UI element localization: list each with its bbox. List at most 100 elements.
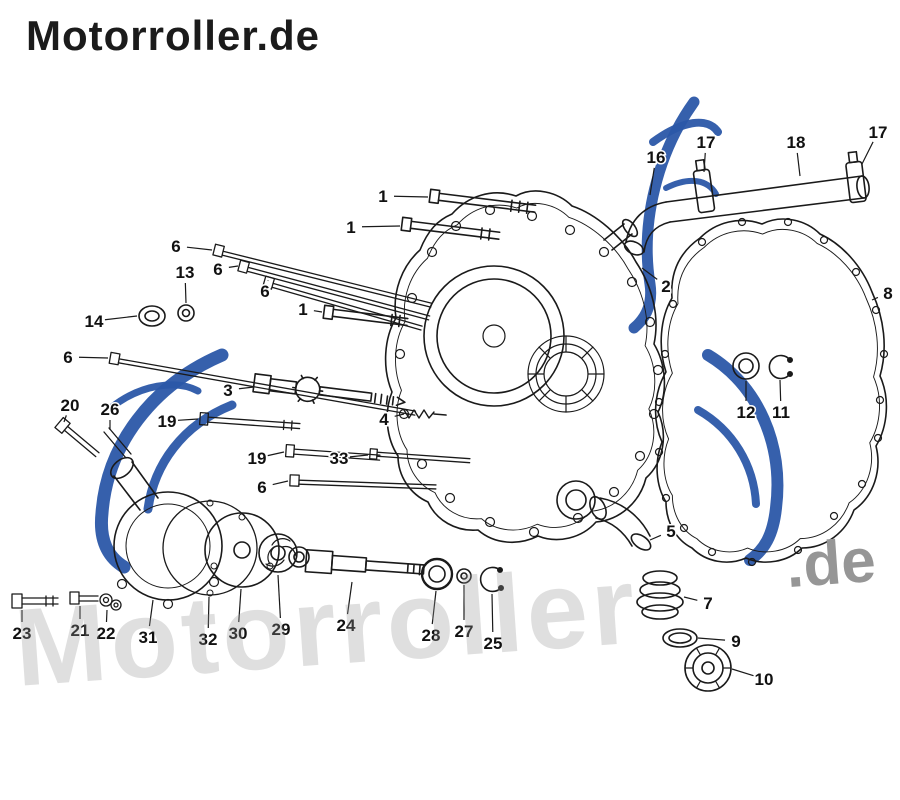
leader-line-4: [394, 413, 405, 417]
left-fasteners: [11, 416, 132, 611]
part-number-7: 7: [703, 594, 712, 613]
leader-line-14: [104, 315, 138, 321]
crankcase-cover: [384, 190, 666, 544]
washer: [456, 568, 472, 584]
leader-line-1: [361, 225, 401, 228]
leader-line-25: [491, 593, 494, 633]
part-number-9: 9: [731, 632, 740, 651]
part-number-30: 30: [229, 624, 248, 643]
part-number-27: 27: [455, 622, 474, 641]
leader-line-6: [272, 480, 289, 486]
part-number-29: 29: [272, 620, 291, 639]
leader-line-16: [649, 167, 655, 196]
part-number-26: 26: [101, 400, 120, 419]
leader-line-6: [186, 246, 213, 251]
coolant-hose: [623, 150, 870, 256]
rubber-boot: [636, 570, 684, 620]
swoosh-right: [694, 349, 784, 566]
part-number-12: 12: [737, 403, 756, 422]
part-number-1: 1: [298, 300, 307, 319]
leader-line-32: [207, 596, 210, 629]
leader-line-5: [649, 534, 662, 541]
leader-line-7: [683, 596, 698, 601]
part-number-22: 22: [97, 624, 116, 643]
small-bolts: [198, 411, 471, 464]
part-number-23: 23: [13, 624, 32, 643]
part-number-33: 33: [330, 449, 349, 468]
water-pump: [109, 456, 504, 610]
part-number-4: 4: [379, 410, 389, 429]
leader-line-17: [703, 152, 706, 173]
part-number-19: 19: [158, 412, 177, 431]
cover-screws: [322, 188, 537, 328]
part-number-6: 6: [171, 237, 180, 256]
shaft-seal: [420, 557, 454, 591]
o-ring: [662, 628, 698, 648]
snap-ring: [479, 566, 504, 593]
part-number-32: 32: [199, 630, 218, 649]
leader-line-3: [238, 386, 255, 390]
part-number-17: 17: [869, 123, 888, 142]
part-number-1: 1: [378, 187, 387, 206]
leader-line-18: [796, 152, 801, 177]
circlip: [768, 354, 793, 380]
leader-line-8: [871, 296, 879, 301]
site-logo-text: Motorroller.de: [26, 12, 321, 59]
leader-line-9: [697, 637, 726, 641]
leader-line-17: [861, 141, 874, 165]
hose-clamp-left: [692, 158, 716, 214]
spring: [403, 409, 435, 419]
part-number-19: 19: [248, 449, 267, 468]
part-number-20: 20: [61, 396, 80, 415]
part-number-14: 14: [85, 312, 104, 331]
part-number-31: 31: [139, 628, 158, 647]
part-number-18: 18: [787, 133, 806, 152]
part-number-1: 1: [346, 218, 355, 237]
leader-line-1: [393, 195, 429, 198]
leader-line-2: [641, 267, 658, 280]
part-number-10: 10: [755, 670, 774, 689]
leader-line-10: [731, 668, 754, 677]
leader-line-13: [184, 282, 187, 304]
part-number-11: 11: [772, 403, 790, 422]
pump-gasket: [162, 500, 258, 596]
leader-line-11: [779, 379, 782, 402]
leader-line-19: [177, 418, 199, 421]
leader-line-6: [78, 356, 109, 359]
part-number-21: 21: [71, 621, 90, 640]
part-number-6: 6: [257, 478, 266, 497]
leader-line-30: [238, 588, 242, 623]
swoosh-top-right: [628, 96, 722, 334]
leader-line-19: [267, 451, 285, 457]
leader-line-6: [228, 265, 239, 268]
drain-cap: [684, 644, 732, 692]
cover-bolt-holes: [394, 204, 664, 538]
cap-and-washer: [138, 304, 195, 327]
part-number-25: 25: [484, 634, 503, 653]
part-number-6: 6: [260, 282, 269, 301]
part-number-6: 6: [213, 260, 222, 279]
seal-ring: [732, 352, 760, 380]
part-number-5: 5: [666, 522, 675, 541]
part-number-callouts: 1112345666667891011121314161717181919202…: [11, 122, 894, 691]
part-number-28: 28: [422, 626, 441, 645]
impeller: [258, 533, 310, 573]
part-number-17: 17: [697, 133, 716, 152]
part-number-13: 13: [176, 263, 195, 282]
studs: [108, 243, 437, 490]
drain-parts: [589, 495, 732, 692]
leader-line-20: [63, 415, 67, 423]
kickstart-shaft: [252, 373, 447, 419]
leader-line-24: [346, 581, 353, 615]
part-number-6: 6: [63, 348, 72, 367]
leader-line-28: [431, 590, 437, 625]
clutch-spring-detail: [527, 335, 605, 413]
leader-line-31: [148, 599, 154, 627]
part-number-2: 2: [661, 277, 670, 296]
part-number-24: 24: [337, 616, 356, 635]
leader-line-33: [349, 454, 369, 458]
cover-gasket: [654, 217, 889, 567]
